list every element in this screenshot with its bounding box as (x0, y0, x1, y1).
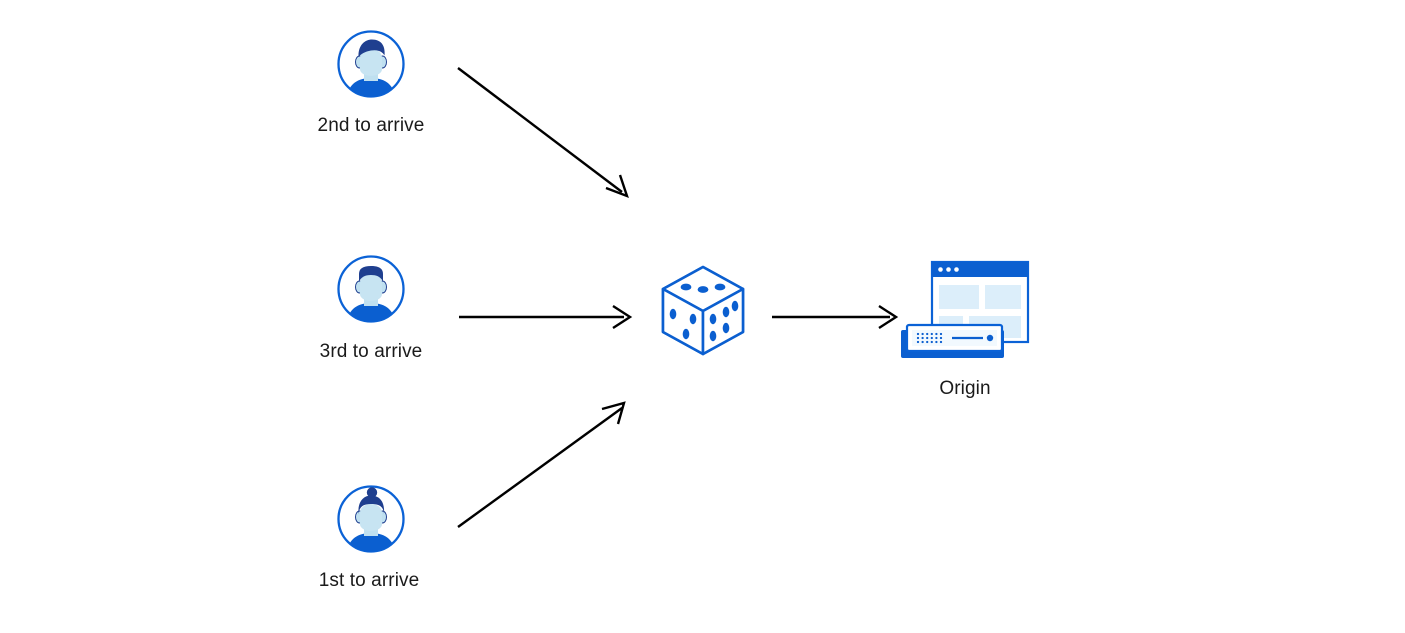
client-label-2nd: 2nd to arrive (317, 115, 425, 136)
user-avatar-icon (335, 28, 407, 100)
user-avatar-icon (335, 253, 407, 325)
client-label-1st: 1st to arrive (318, 570, 420, 591)
dice-icon (657, 262, 749, 358)
arrow-2nd-to-dice-head (605, 174, 629, 199)
arrow-dice-to-origin-head (878, 304, 899, 330)
origin-label: Origin (939, 378, 991, 399)
arrow-1st-to-dice-head (601, 401, 626, 425)
user-avatar-icon (335, 483, 407, 555)
origin-server-browser-icon (896, 258, 1036, 362)
server-appliance-icon (901, 323, 1004, 358)
arrow-1st-to-dice (457, 407, 623, 528)
arrow-3rd-to-dice-head (612, 304, 633, 330)
client-label-3rd: 3rd to arrive (319, 341, 423, 362)
